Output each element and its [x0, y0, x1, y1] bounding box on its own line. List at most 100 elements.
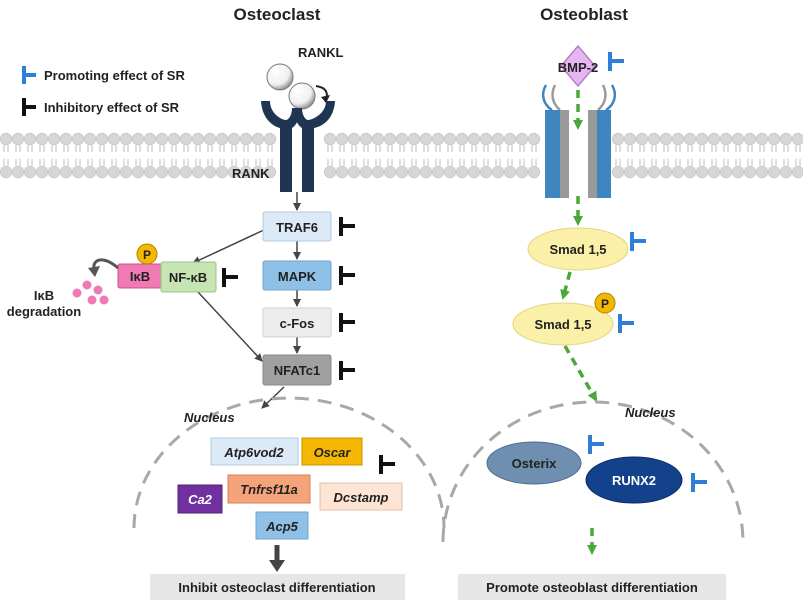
lipid-head [371, 165, 385, 179]
lipid-head [323, 165, 337, 179]
lipid-head [179, 165, 193, 179]
lipid-head [491, 165, 505, 179]
lipid-head [263, 165, 277, 179]
lipid-head [335, 165, 349, 179]
gene-oscar-box [301, 437, 363, 466]
mapk-box [262, 260, 332, 291]
lipid-head [647, 132, 661, 146]
lipid-head [683, 165, 697, 179]
lipid-head [83, 132, 97, 146]
lipid-head [335, 132, 349, 146]
gene-atp6vod2-label: Atp6vod2 [223, 445, 284, 460]
lipid-head [443, 165, 457, 179]
lipid-head [383, 165, 397, 179]
cfos-box [262, 307, 332, 338]
bmp2-label: BMP-2 [558, 60, 598, 75]
phospho-smad-label: Smad 1,5 [534, 317, 591, 332]
lipid-head [203, 132, 217, 146]
lipid-head [263, 132, 277, 146]
lipid-head [623, 165, 637, 179]
lipid-head [167, 132, 181, 146]
lipid-head [11, 132, 25, 146]
lipid-head [707, 165, 721, 179]
lipid-head [695, 132, 709, 146]
lipid-head [659, 165, 673, 179]
lipid-head [107, 165, 121, 179]
lipid-head [431, 132, 445, 146]
lipid-head [71, 132, 85, 146]
smad-phospho-label: P [601, 297, 609, 311]
nfatc1-label: NFATc1 [274, 363, 320, 378]
lipid-head [227, 132, 241, 146]
lipid-head [119, 132, 133, 146]
lipid-head [119, 165, 133, 179]
lipid-head [743, 165, 757, 179]
lipid-head [755, 165, 769, 179]
lipid-head [203, 165, 217, 179]
lipid-head [467, 132, 481, 146]
lipid-head [467, 165, 481, 179]
lipid-head [71, 165, 85, 179]
lipid-head [47, 132, 61, 146]
lipid-head [479, 165, 493, 179]
lipid-head [635, 165, 649, 179]
bmp2-ligand-icon [560, 44, 596, 88]
nfatc1-box [262, 354, 332, 386]
lipid-head [695, 165, 709, 179]
nfkb-box [160, 261, 217, 293]
lipid-head [719, 165, 733, 179]
rankl-ligand-ball [266, 63, 294, 91]
lipid-head [215, 132, 229, 146]
lipid-head [479, 132, 493, 146]
lipid-head [191, 165, 205, 179]
rankl-ligand-ball [288, 82, 316, 110]
lipid-head [215, 165, 229, 179]
osteoblast-outcome-box [458, 574, 726, 600]
gene-ca2-box [177, 484, 223, 514]
runx2-label: RUNX2 [612, 473, 656, 488]
lipid-head [719, 132, 733, 146]
gene-acp5-box [255, 511, 309, 540]
nfkb-label: NF-κB [169, 270, 207, 285]
lipid-head [107, 132, 121, 146]
phospho-badge-icon [136, 243, 158, 265]
lipid-head [419, 165, 433, 179]
lipid-head [347, 132, 361, 146]
lipid-head [671, 165, 685, 179]
osteoclast-outcome-box [150, 574, 405, 600]
osteoclast-outcome-label: Inhibit osteoclast differentiation [178, 580, 375, 595]
lipid-head [515, 132, 529, 146]
lipid-head [527, 165, 541, 179]
lipid-head [755, 132, 769, 146]
osteoclast-nucleus-label: Nucleus [184, 410, 235, 425]
lipid-head [35, 132, 49, 146]
rank-label: RANK [232, 166, 270, 181]
lipid-head [635, 132, 649, 146]
lipid-head [95, 132, 109, 146]
lipid-head [443, 132, 457, 146]
lipid-head [239, 132, 253, 146]
lipid-head [0, 132, 13, 146]
inhibitory-legend-icon [22, 98, 36, 116]
lipid-head [395, 132, 409, 146]
lipid-head [323, 132, 337, 146]
rankl-label: RANKL [298, 45, 344, 60]
lipid-head [779, 165, 793, 179]
legend: Promoting effect of SR Inhibitory effect… [22, 66, 185, 116]
ikb-degradation-label-1: IκB [34, 288, 54, 303]
legend-inhibitory-label: Inhibitory effect of SR [44, 100, 180, 115]
arrow-traf6-to-nfkb [192, 228, 267, 264]
lipid-head [707, 132, 721, 146]
lipid-head [683, 132, 697, 146]
gene-acp5-label: Acp5 [265, 519, 299, 534]
lipid-head [83, 165, 97, 179]
lipid-head [491, 132, 505, 146]
lipid-head [431, 165, 445, 179]
lipid-head [791, 165, 803, 179]
lipid-head [623, 132, 637, 146]
cfos-label: c-Fos [280, 316, 315, 331]
lipid-head [407, 165, 421, 179]
lipid-head [23, 132, 37, 146]
bmp-receptor-icon [541, 84, 617, 198]
